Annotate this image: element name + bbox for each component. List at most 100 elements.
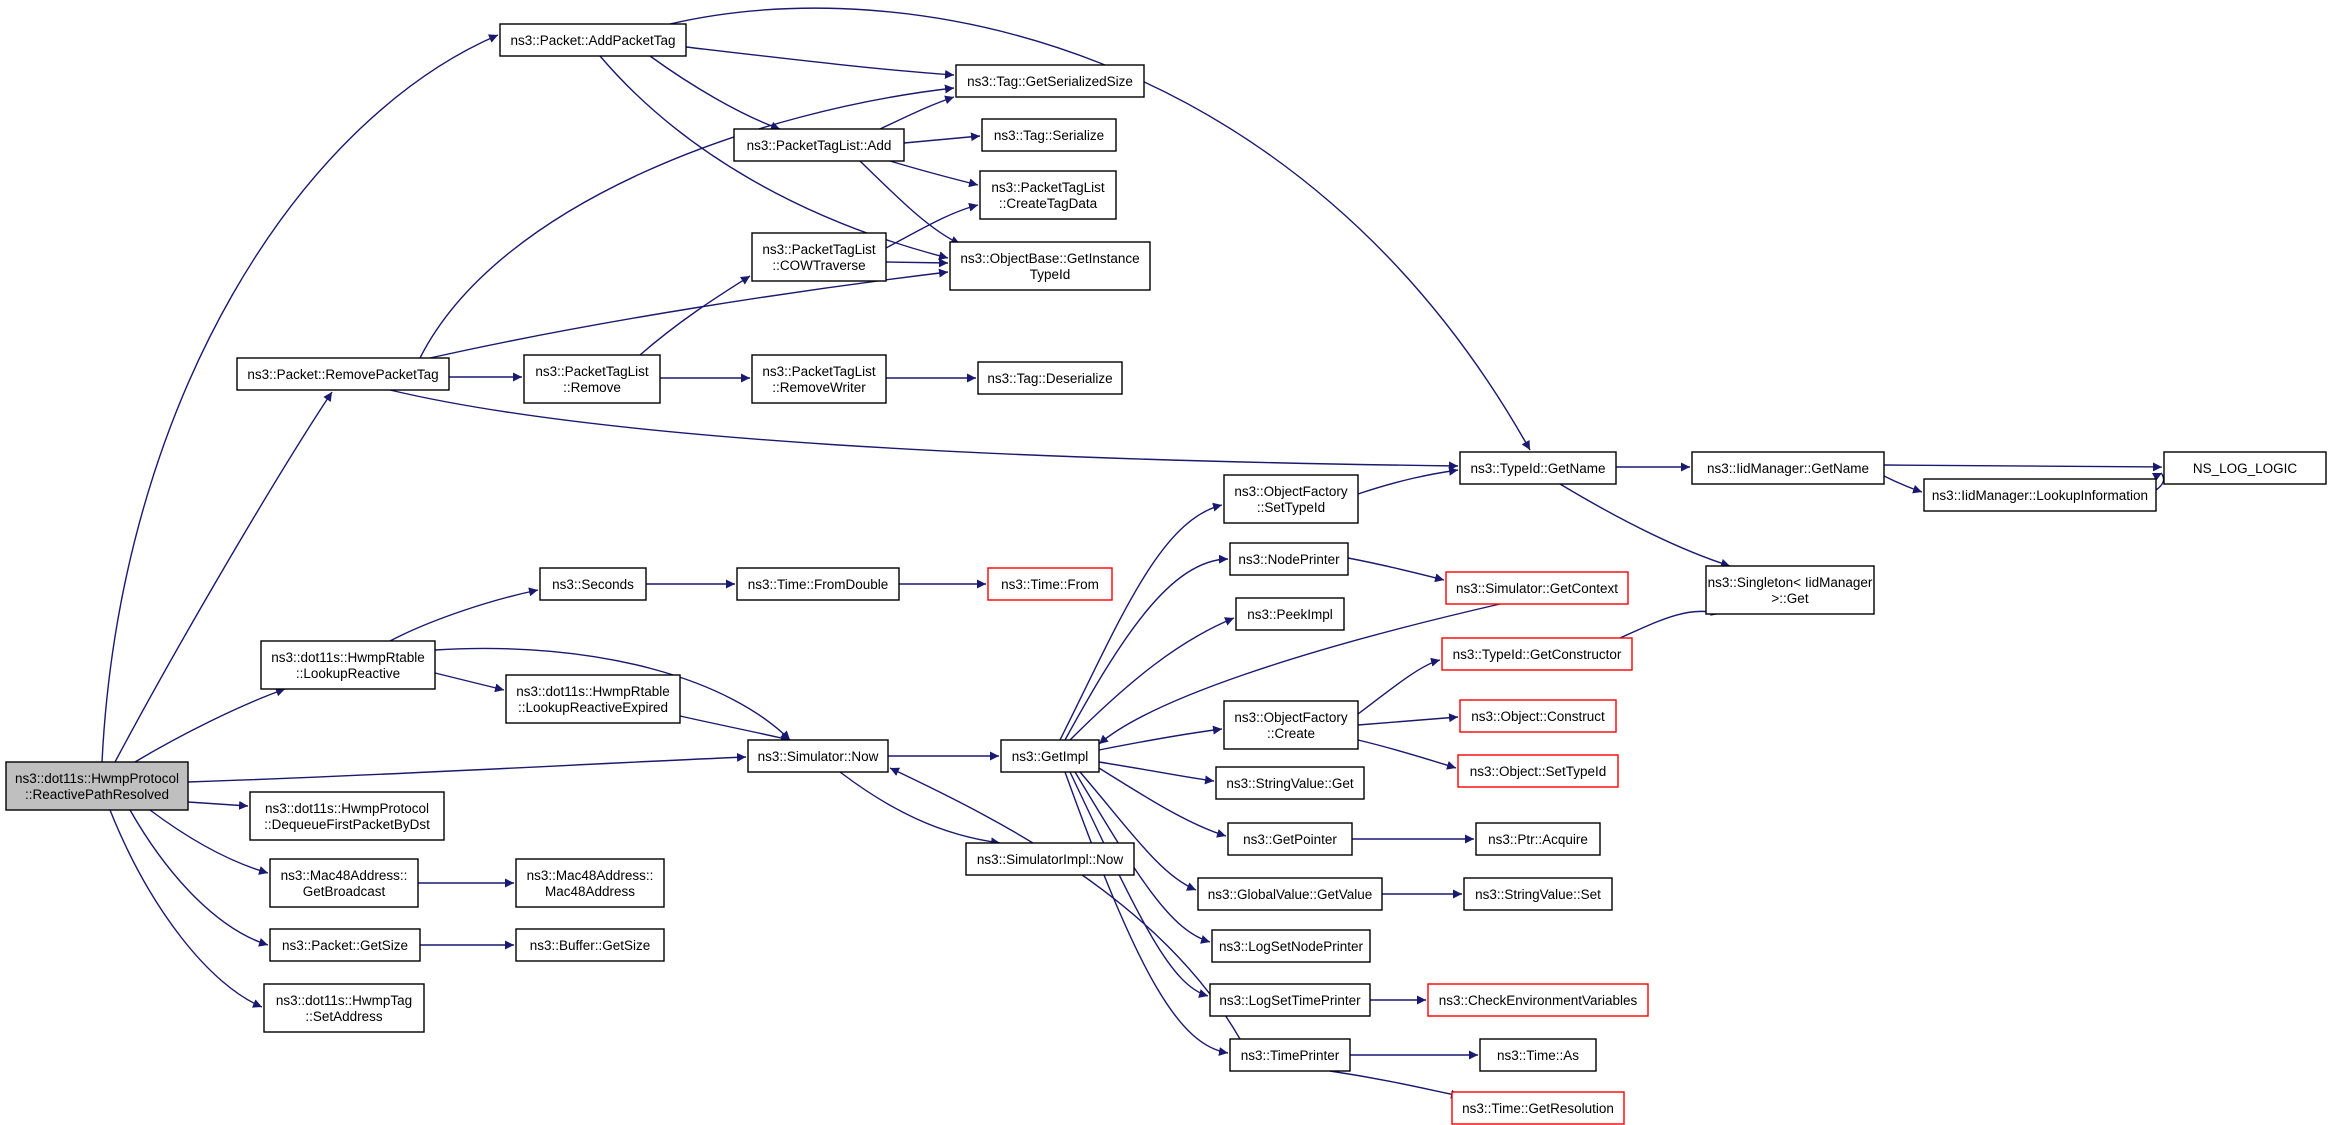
node-nsLogLogic[interactable]: NS_LOG_LOGIC — [2163, 451, 2327, 485]
node-box — [736, 567, 900, 601]
node-lookupReactive[interactable]: ns3::dot11s::HwmpRtable::LookupReactive — [260, 640, 436, 690]
node-label-line: ns3::Tag::Serialize — [994, 128, 1104, 143]
node-timeGetResolution[interactable]: ns3::Time::GetResolution — [1451, 1091, 1625, 1125]
node-typeIdGetConstructor[interactable]: ns3::TypeId::GetConstructor — [1441, 637, 1633, 671]
node-ptlCreateTagData[interactable]: ns3::PacketTagList::CreateTagData — [979, 170, 1117, 220]
node-globalValueGetValue[interactable]: ns3::GlobalValue::GetValue — [1197, 877, 1383, 911]
edge-objectFactoryCreate-to-typeIdGetConstructor — [1357, 657, 1441, 715]
edge-getImpl-to-logSetTimePrinter — [1069, 771, 1209, 998]
node-label-line: ::RemoveWriter — [772, 380, 866, 395]
edge-ptlAdd-to-tagSerialize — [903, 132, 981, 144]
edge-getImpl-to-getPointer — [1098, 767, 1227, 838]
node-getImpl[interactable]: ns3::GetImpl — [1000, 739, 1100, 773]
node-label-line: ::LookupReactive — [296, 666, 400, 681]
node-dequeueFirstPacketByDst[interactable]: ns3::dot11s::HwmpProtocol::DequeueFirstP… — [249, 791, 445, 841]
node-label-line: ns3::Object::SetTypeId — [1470, 764, 1607, 779]
node-peekImpl[interactable]: ns3::PeekImpl — [1235, 597, 1345, 631]
node-label-line: ns3::Seconds — [552, 577, 634, 592]
node-objectSetTypeId[interactable]: ns3::Object::SetTypeId — [1457, 754, 1619, 788]
node-box — [965, 842, 1135, 876]
node-nodePrinter[interactable]: ns3::NodePrinter — [1229, 542, 1349, 576]
node-mac48GetBroadcast[interactable]: ns3::Mac48Address::GetBroadcast — [269, 858, 419, 908]
node-label-line: ns3::GlobalValue::GetValue — [1208, 887, 1373, 902]
node-box — [1463, 877, 1613, 911]
node-label-line: ns3::dot11s::HwmpProtocol — [265, 801, 429, 816]
node-timeFrom[interactable]: ns3::Time::From — [987, 567, 1113, 601]
node-label-line: ns3::dot11s::HwmpRtable — [271, 650, 425, 665]
node-getPointer[interactable]: ns3::GetPointer — [1227, 822, 1353, 856]
edge-root-to-lookupReactive — [134, 687, 286, 763]
node-seconds[interactable]: ns3::Seconds — [539, 567, 647, 601]
node-simulatorNow[interactable]: ns3::Simulator::Now — [747, 739, 889, 773]
node-label-line: ns3::Singleton< IidManager — [1708, 575, 1873, 590]
node-ptlRemoveWriter[interactable]: ns3::PacketTagList::RemoveWriter — [751, 354, 887, 404]
node-box — [269, 858, 419, 908]
node-label-line: >::Get — [1771, 591, 1808, 606]
node-removePacketTag[interactable]: ns3::Packet::RemovePacketTag — [236, 357, 450, 391]
node-label-line: ns3::PacketTagList::Add — [747, 138, 892, 153]
node-ptlCowTraverse[interactable]: ns3::PacketTagList::COWTraverse — [751, 232, 887, 282]
node-ptrAcquire[interactable]: ns3::Ptr::Acquire — [1475, 822, 1601, 856]
node-label-line: ns3::Object::Construct — [1471, 709, 1605, 724]
node-ptlAdd[interactable]: ns3::PacketTagList::Add — [733, 128, 905, 162]
node-label-line: ns3::Mac48Address:: — [281, 868, 408, 883]
node-label-line: ns3::LogSetTimePrinter — [1219, 993, 1361, 1008]
node-root[interactable]: ns3::dot11s::HwmpProtocol::ReactivePathR… — [5, 761, 189, 811]
node-stringValueGet[interactable]: ns3::StringValue::Get — [1215, 766, 1365, 800]
edge-root-to-packetGetSize — [129, 809, 269, 947]
node-tagSerialize[interactable]: ns3::Tag::Serialize — [981, 118, 1117, 152]
node-hwmpTagSetAddress[interactable]: ns3::dot11s::HwmpTag::SetAddress — [263, 983, 425, 1033]
node-logSetNodePrinter[interactable]: ns3::LogSetNodePrinter — [1211, 929, 1371, 963]
node-label-line: ::ReactivePathResolved — [25, 787, 169, 802]
node-packetGetSize[interactable]: ns3::Packet::GetSize — [269, 928, 421, 962]
node-mac48Address[interactable]: ns3::Mac48Address::Mac48Address — [515, 858, 665, 908]
node-lookupReactiveExpired[interactable]: ns3::dot11s::HwmpRtable::LookupReactiveE… — [505, 674, 681, 724]
node-checkEnvVars[interactable]: ns3::CheckEnvironmentVariables — [1427, 983, 1649, 1017]
node-box — [979, 170, 1117, 220]
node-timePrinter[interactable]: ns3::TimePrinter — [1229, 1038, 1351, 1072]
node-box — [1223, 474, 1359, 524]
node-singletonGet[interactable]: ns3::Singleton< IidManager >::Get — [1705, 565, 1875, 615]
node-label-line: ns3::Time::FromDouble — [748, 577, 889, 592]
edge-timePrinter-to-simulatorNow — [889, 767, 1241, 1040]
edge-getImpl-to-logSetNodePrinter — [1074, 771, 1211, 944]
node-label-line: ns3::Buffer::GetSize — [530, 938, 651, 953]
node-addPacketTag[interactable]: ns3::Packet::AddPacketTag — [499, 23, 687, 57]
node-box — [1227, 822, 1353, 856]
node-tagGetSerializedSize[interactable]: ns3::Tag::GetSerializedSize — [955, 64, 1145, 98]
node-box — [1197, 877, 1383, 911]
node-box — [505, 674, 681, 724]
edge-addPacketTag-to-ptlAdd — [649, 55, 781, 131]
node-label-line: ns3::LogSetNodePrinter — [1219, 939, 1364, 954]
node-label-line: ns3::NodePrinter — [1238, 552, 1340, 567]
node-iidGetName[interactable]: ns3::IidManager::GetName — [1691, 451, 1885, 485]
node-objectFactorySetTypeId[interactable]: ns3::ObjectFactory::SetTypeId — [1223, 474, 1359, 524]
node-stringValueSet[interactable]: ns3::StringValue::Set — [1463, 877, 1613, 911]
node-simulatorImplNow[interactable]: ns3::SimulatorImpl::Now — [965, 842, 1135, 876]
edge-ptlAdd-to-tagGetSerializedSize — [879, 95, 955, 130]
node-bufferGetSize[interactable]: ns3::Buffer::GetSize — [515, 928, 665, 962]
node-tagDeserialize[interactable]: ns3::Tag::Deserialize — [977, 361, 1123, 395]
node-timeFromDouble[interactable]: ns3::Time::FromDouble — [736, 567, 900, 601]
edge-addPacketTag-to-tagGetSerializedSize — [685, 46, 955, 79]
node-typeIdGetName[interactable]: ns3::TypeId::GetName — [1459, 451, 1617, 485]
node-objectConstruct[interactable]: ns3::Object::Construct — [1459, 699, 1617, 733]
node-label-line: ns3::Simulator::GetContext — [1456, 581, 1618, 596]
node-box — [955, 64, 1145, 98]
node-iidLookupInformation[interactable]: ns3::IidManager::LookupInformation — [1923, 478, 2157, 512]
node-ptlRemove[interactable]: ns3::PacketTagList::Remove — [523, 354, 661, 404]
node-timeAs[interactable]: ns3::Time::As — [1479, 1038, 1597, 1072]
node-simulatorGetContext[interactable]: ns3::Simulator::GetContext — [1445, 571, 1629, 605]
edge-iidGetName-to-iidLookupInformation — [1883, 475, 1923, 494]
node-box — [1475, 822, 1601, 856]
node-logSetTimePrinter[interactable]: ns3::LogSetTimePrinter — [1209, 983, 1371, 1017]
node-box — [1427, 983, 1649, 1017]
edge-addPacketTag-to-typeIdGetName — [669, 7, 1531, 451]
node-label-line: ns3::Tag::Deserialize — [987, 371, 1112, 386]
edge-getImpl-to-objectFactorySetTypeId — [1059, 502, 1223, 741]
node-label-line: ns3::IidManager::LookupInformation — [1932, 488, 2148, 503]
node-box — [523, 354, 661, 404]
edge-objectFactoryCreate-to-objectConstruct — [1357, 713, 1459, 726]
node-objectFactoryCreate[interactable]: ns3::ObjectFactory::Create — [1223, 700, 1359, 750]
